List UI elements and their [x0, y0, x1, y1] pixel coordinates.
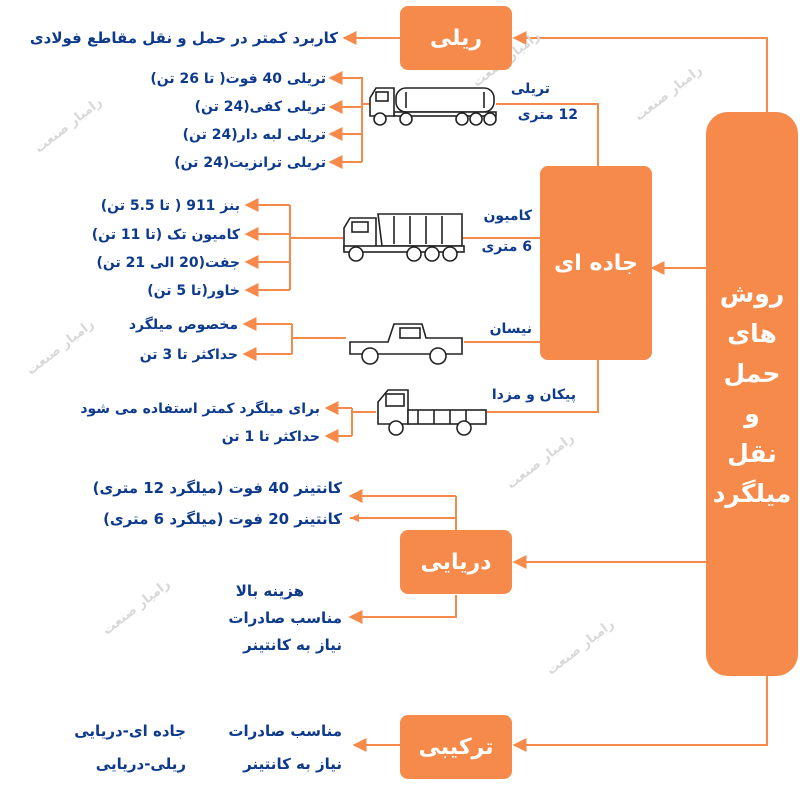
dump-truck-icon	[343, 213, 465, 262]
pickup-label: پیکان و مزدا	[491, 387, 576, 403]
main-title-line: و	[744, 399, 760, 428]
sea-note: نیاز به کانتینر	[243, 636, 342, 654]
sea-container-option: کانتینر 20 فوت (میلگرد 6 متری)	[103, 510, 342, 528]
truck-item: خاور(تا 5 تن)	[147, 283, 240, 299]
main-title-line: میلگرد	[712, 479, 792, 508]
trailer-item: تریلی کفی(24 تن)	[194, 99, 326, 115]
combined-note: نیاز به کانتینر	[243, 755, 342, 773]
trailer-item: تریلی 40 فوت( تا 26 تن)	[150, 71, 326, 87]
pickup-item: برای میلگرد کمتر استفاده می شود	[80, 401, 320, 417]
main-title-line: نقل	[727, 439, 777, 468]
nissan-pickup-icon	[349, 323, 463, 365]
truck-item: کامیون تک (تا 11 تن)	[91, 227, 240, 243]
nissan-item: حداکثر تا 3 تن	[139, 347, 238, 363]
trailer-item: تریلی لبه دار(24 تن)	[182, 127, 326, 143]
sea-container-arrow-head	[350, 514, 359, 522]
main-title-line: حمل	[723, 359, 781, 388]
main-title-line: روش	[719, 279, 785, 308]
sea-container-option: کانتینر 40 فوت (میلگرد 12 متری)	[92, 479, 342, 497]
pickup-item: حداکثر تا 1 تن	[221, 429, 320, 445]
main-title-box: روش های حمل و نقل میلگرد	[706, 112, 798, 676]
combined-note: مناسب صادرات	[228, 722, 342, 740]
rail-description: کاربرد کمتر در حمل و نقل مقاطع فولادی	[29, 29, 338, 47]
nissan-label: نیسان	[489, 321, 532, 337]
nissan-item: مخصوص میلگرد	[128, 317, 238, 333]
combined-box: ترکیبی	[400, 715, 512, 779]
truck-label: کامیون	[483, 208, 532, 224]
truck-item: جفت(20 الی 21 تن)	[96, 255, 240, 271]
trailer-truck-icon	[369, 87, 497, 126]
trailer-item: تریلی ترانزیت(24 تن)	[174, 155, 326, 171]
trailer-length: 12 متری	[517, 107, 578, 123]
combined-type: جاده ای-دریایی	[74, 722, 186, 740]
trailer-label: تریلی	[510, 81, 550, 97]
sea-note: مناسب صادرات	[228, 609, 342, 627]
sea-note: هزینه بالا	[235, 582, 304, 600]
truck-length: 6 متری	[481, 239, 532, 255]
road-box: جاده ای	[540, 166, 652, 360]
combined-type: ریلی-دریایی	[95, 755, 186, 773]
rail-box: ریلی	[400, 6, 512, 70]
main-title-line: های	[727, 319, 777, 348]
sea-box: دریایی	[400, 530, 512, 594]
truck-item: بنز 911 ( تا 5.5 تن)	[100, 198, 240, 214]
pickup-truck-icon	[377, 389, 487, 436]
